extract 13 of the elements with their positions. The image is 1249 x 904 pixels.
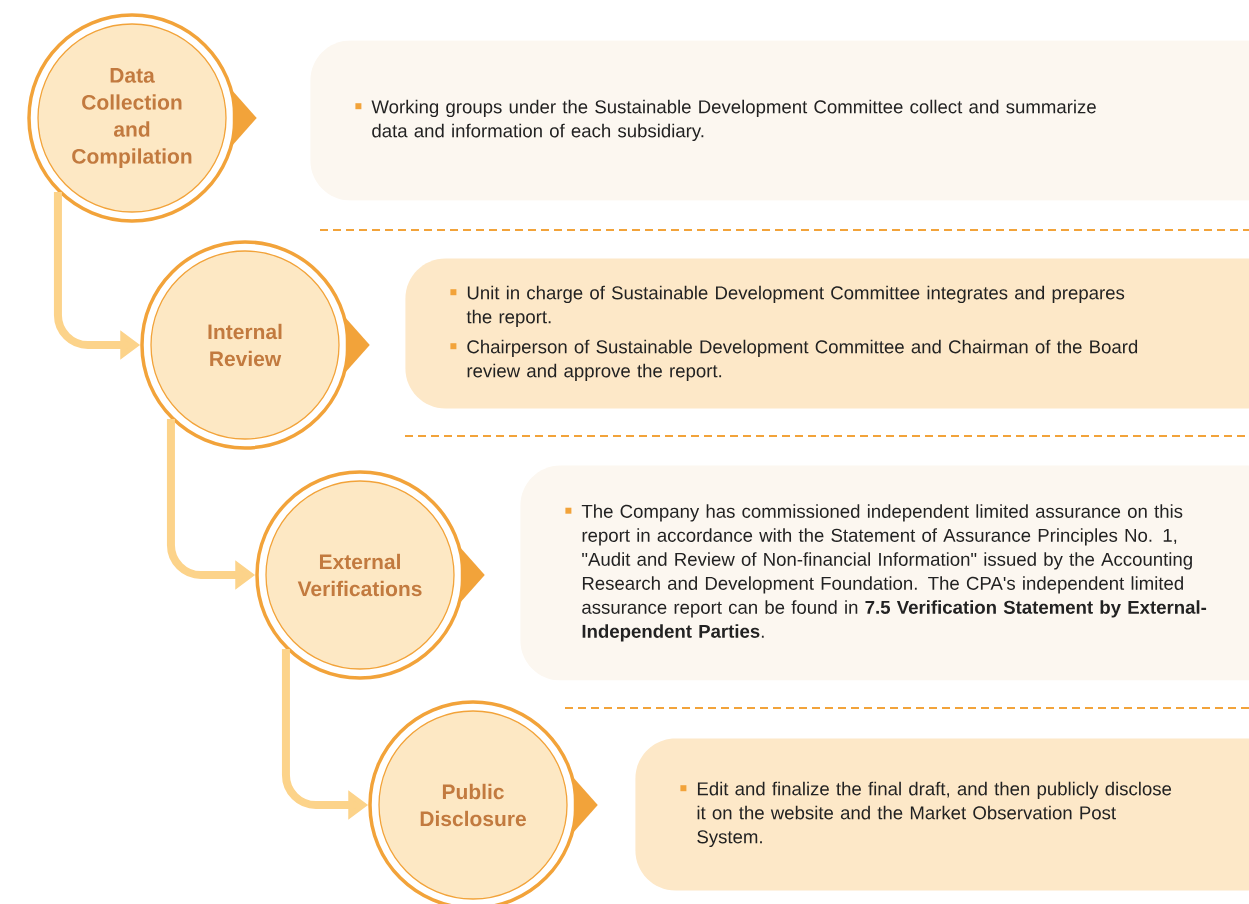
bullet-item: The Company has commissioned independent limited assurance on this report in accordance with the Statement of Assurance Principles No. 1, "Audit and Review of Non-financial Information" issued by the Accounting Research and Development Foundation. The CPA's independent limited assurance report can be found in 7.5 Verification Statement by External-Independent Parties. [565, 504, 1207, 642]
pointer-arrow [573, 778, 598, 832]
text-panel [520, 465, 1249, 681]
pointer-arrow [232, 91, 257, 145]
bullet-item: Unit in charge of Sustainable Development Committee integrates and prepares the report. [450, 285, 1125, 328]
text-panel [310, 40, 1249, 201]
bullet-item: Working groups under the Sustainable Development Committee collect and summarize data and information of each subsidiary. [355, 99, 1096, 142]
text-panel [635, 738, 1249, 891]
pointer-arrow [345, 318, 370, 372]
bullet-item: Chairperson of Sustainable Development Committee and Chairman of the Board review and approve the report. [450, 339, 1138, 382]
bullet-item: Edit and finalize the final draft, and then publicly disclose it on the website and the Market Observation Post System. [680, 781, 1172, 848]
text-panel [405, 258, 1249, 409]
pointer-arrow [460, 548, 485, 602]
